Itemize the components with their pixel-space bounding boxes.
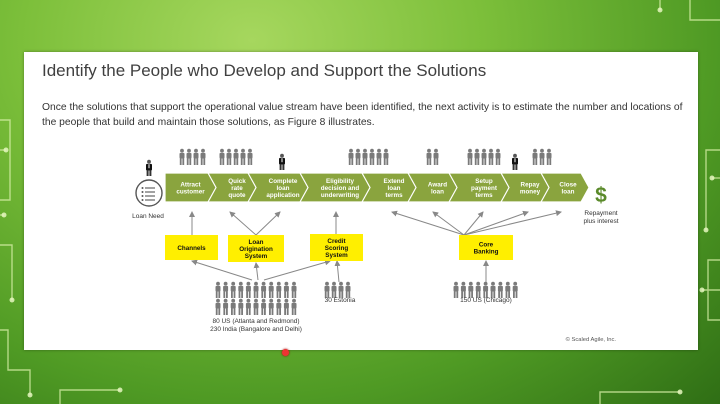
value-stream-step-5-label: loan [388, 185, 401, 192]
loan-need-label: Loan Need [132, 213, 164, 220]
value-stream-steps: AttractcustomerQuickratequoteCompleteloa… [164, 172, 590, 203]
people-arrows [191, 259, 489, 283]
value-stream-step-6-label: loan [431, 188, 444, 195]
development-people-group-1 [215, 281, 297, 315]
value-stream-step-3-label: application [266, 192, 299, 199]
system-box-4-label: Banking [474, 248, 499, 255]
system-box-2-label: Origination [239, 246, 273, 253]
supporting-systems: ChannelsLoanOriginationSystemCreditScori… [165, 234, 513, 262]
value-stream-step-3-label: Complete [269, 178, 298, 185]
development-people-group-3 [453, 281, 518, 298]
people-group-3-label: 150 US (Chicago) [460, 297, 512, 304]
value-stream-step-8-label: Repay [521, 181, 540, 188]
system-box-3-label: Credit [327, 238, 346, 245]
people-group-1-line-1: 80 US (Atlanta and Redmond) [212, 318, 299, 325]
system-box-2-label: System [245, 253, 268, 260]
pointer-cursor-icon [282, 349, 289, 356]
value-stream-step-8-label: money [520, 188, 541, 195]
development-people-group-2 [324, 281, 351, 298]
system-box-3-label: Scoring [325, 245, 349, 252]
system-box-1-label: Channels [177, 245, 206, 252]
value-stream-step-1-label: customer [176, 188, 205, 195]
system-box-2 [228, 235, 284, 262]
loan-need-icon [135, 179, 163, 207]
value-stream-diagram: Loan Need AttractcustomerQuickratequoteC… [132, 148, 619, 343]
value-stream-step-2-label: rate [231, 185, 243, 192]
system-box-3-label: System [325, 252, 348, 259]
value-stream-step-6-label: Award [428, 181, 447, 188]
value-stream-step-7-label: Setup [475, 178, 493, 185]
system-box-1 [165, 235, 218, 260]
value-stream-step-5-label: Extend [384, 178, 405, 185]
people-above-steps [146, 148, 552, 176]
value-stream-step-9 [539, 172, 590, 203]
slide-title: Identify the People who Develop and Supp… [42, 61, 487, 80]
value-stream-step-9-label: loan [562, 188, 575, 195]
value-stream-step-7-label: terms [475, 192, 493, 199]
system-box-3 [310, 234, 363, 261]
value-stream-step-9-label: Close [559, 181, 577, 188]
system-box-4-label: Core [479, 241, 494, 248]
system-box-2-label: Loan [248, 239, 263, 246]
dollar-icon: $ [595, 184, 607, 207]
copyright-text: © Scaled Agile, Inc. [566, 336, 617, 343]
value-stream-step-7-label: payment [471, 185, 498, 192]
value-stream-step-2-label: Quick [228, 178, 246, 185]
repayment-label-line-1: Repayment [584, 210, 617, 217]
value-stream-step-5-label: terms [385, 192, 403, 199]
value-stream-step-3-label: loan [277, 185, 290, 192]
slide-panel: Identify the People who Develop and Supp… [24, 52, 698, 350]
repayment-label-line-2: plus interest [583, 218, 618, 225]
people-group-1-line-2: 230 India (Bangalore and Delhi) [210, 326, 302, 333]
value-stream-step-4-label: decision and [321, 185, 360, 192]
value-stream-step-2-label: quote [228, 192, 246, 199]
value-stream-step-4-label: underwriting [321, 192, 359, 199]
value-stream-step-1-label: Attract [180, 181, 201, 188]
value-stream-step-4-label: Eligibility [326, 178, 354, 185]
system-arrows [189, 210, 562, 236]
system-box-4 [459, 235, 513, 260]
people-group-2-label: 30 Estonia [325, 297, 356, 304]
slide-description: Once the solutions that support the oper… [42, 102, 683, 128]
